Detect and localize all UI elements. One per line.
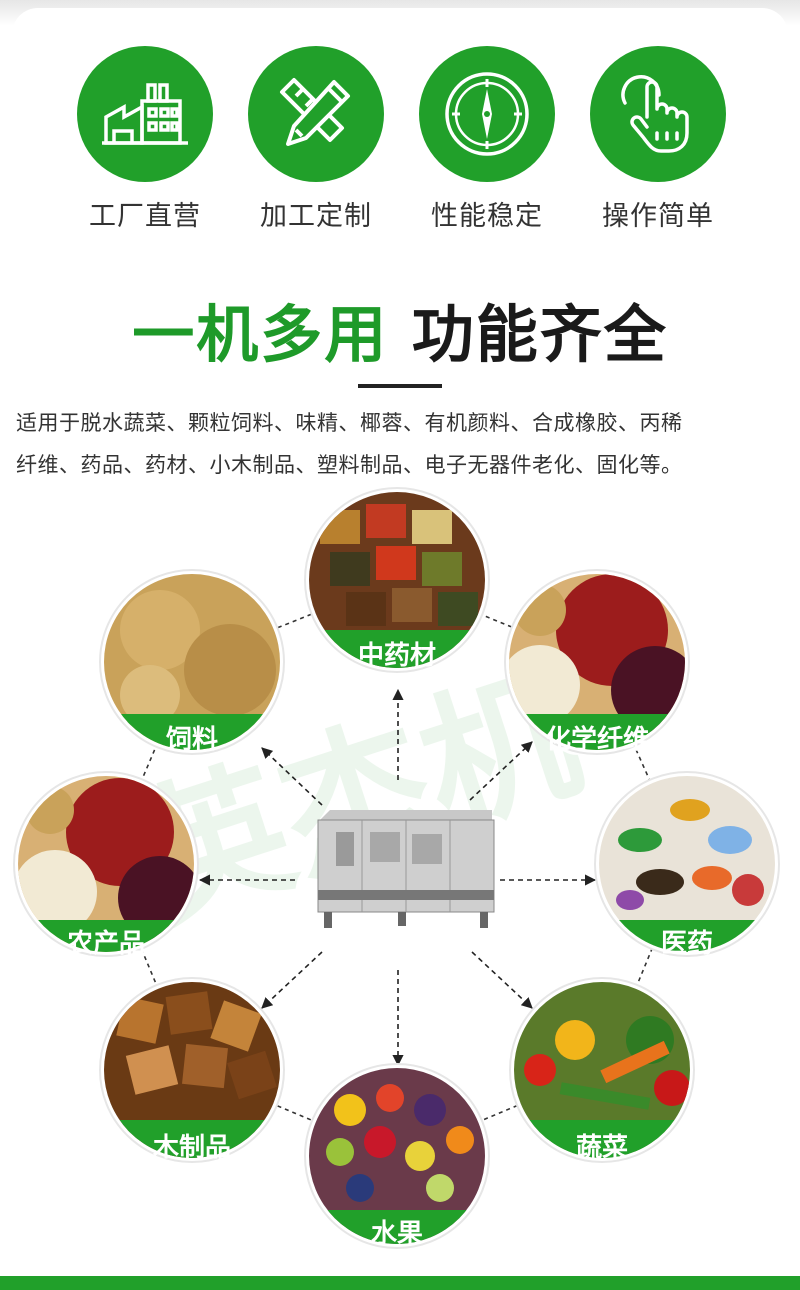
- pencil-ruler-icon: [248, 46, 384, 182]
- title-divider: [358, 384, 442, 388]
- description-line-2: 纤维、药品、药材、小木制品、塑料制品、电子无器件老化、固化等。: [16, 453, 683, 477]
- app-label: 化学纤维: [545, 724, 649, 755]
- application-diagram: 英杰机: [13, 487, 780, 1249]
- feature-label: 加工定制: [260, 201, 372, 232]
- headline-green: 一机多用: [132, 298, 389, 371]
- app-label: 医药: [661, 929, 713, 959]
- dryer-machine-image: [317, 810, 495, 928]
- arrow-to-feed: [261, 747, 323, 806]
- app-label: 水果: [371, 1219, 423, 1249]
- app-feed: 饲料: [99, 569, 285, 755]
- arrows: [198, 688, 597, 1067]
- feature-custom-processing: 加工定制: [231, 46, 401, 233]
- bottom-green-bar: [0, 1276, 800, 1290]
- feature-easy-operation: 操作简单: [573, 46, 743, 233]
- app-chemical-fiber: 化学纤维: [504, 569, 690, 755]
- page-title: 一机多用 功能齐全: [0, 300, 800, 370]
- top-card-edge: [12, 8, 788, 38]
- app-medicine: 医药: [594, 771, 780, 959]
- description: 适用于脱水蔬菜、颗粒饲料、味精、椰蓉、有机颜料、合成橡胶、丙稀 纤维、药品、药材…: [16, 402, 788, 486]
- app-wood-products: 木制品: [99, 977, 285, 1163]
- app-medicinal-herbs: 中药材: [304, 487, 490, 673]
- app-label: 蔬菜: [576, 1133, 628, 1163]
- app-label: 农产品: [66, 929, 145, 959]
- factory-icon: [77, 46, 213, 182]
- app-fruit: 水果: [304, 1063, 490, 1249]
- feature-factory-direct: 工厂直营: [60, 46, 230, 233]
- compass-icon: [419, 46, 555, 182]
- app-agricultural-products: 农产品: [13, 771, 199, 959]
- feature-label: 性能稳定: [431, 201, 543, 232]
- tap-hand-icon: [590, 46, 726, 182]
- arrow-to-vegetables: [471, 951, 533, 1009]
- headline-dark: 功能齐全: [411, 298, 668, 371]
- arrow-to-wood: [261, 951, 323, 1009]
- app-label: 饲料: [165, 725, 218, 755]
- feature-label: 工厂直营: [89, 201, 201, 232]
- app-label: 中药材: [358, 641, 436, 671]
- description-line-1: 适用于脱水蔬菜、颗粒饲料、味精、椰蓉、有机颜料、合成橡胶、丙稀: [16, 411, 683, 435]
- app-vegetables: 蔬菜: [509, 977, 695, 1163]
- feature-stable-performance: 性能稳定: [402, 46, 572, 233]
- feature-label: 操作简单: [602, 201, 714, 232]
- app-label: 木制品: [152, 1133, 231, 1163]
